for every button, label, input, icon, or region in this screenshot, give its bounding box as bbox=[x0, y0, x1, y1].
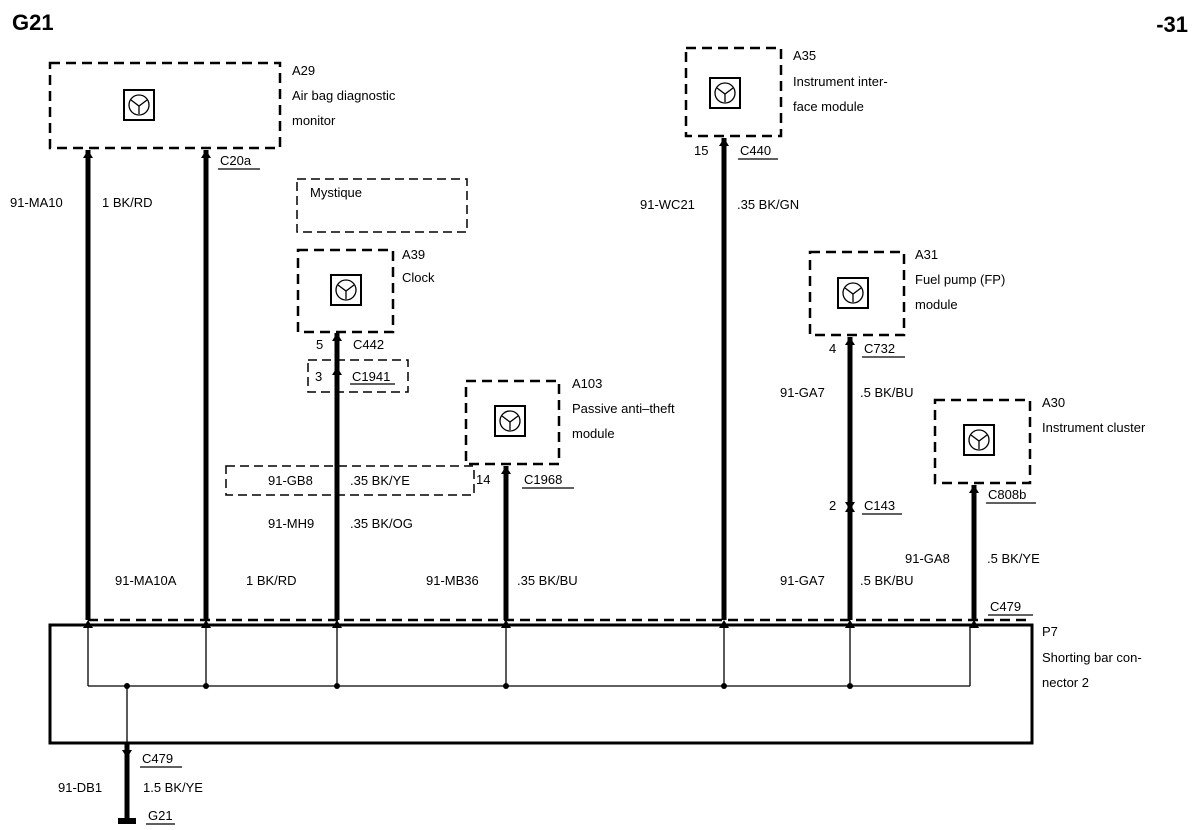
module-symbol-icon bbox=[494, 405, 526, 437]
variant-mystique-label: Mystique bbox=[310, 185, 362, 200]
wire-db1-circuit: 91-DB1 bbox=[58, 780, 102, 795]
module-a35-name-1: Instrument inter- bbox=[793, 74, 888, 89]
shorting-bar-name-2: nector 2 bbox=[1042, 675, 1089, 690]
wire-mh9-circuit: 91-MH9 bbox=[268, 516, 314, 531]
shorting-bar-name-1: Shorting bar con- bbox=[1042, 650, 1142, 665]
connector-c1968: C1968 bbox=[524, 472, 562, 487]
wire-mb36-spec: .35 BK/BU bbox=[517, 573, 578, 588]
wire-wc21-spec: .35 BK/GN bbox=[737, 197, 799, 212]
page-id: G21 bbox=[12, 10, 54, 35]
module-a29: A29 Air bag diagnostic monitor bbox=[48, 61, 396, 150]
module-symbol-icon bbox=[837, 277, 869, 309]
module-a31-name-2: module bbox=[915, 297, 958, 312]
wire-ga8-spec: .5 BK/YE bbox=[987, 551, 1040, 566]
module-a30: A30 Instrument cluster bbox=[933, 395, 1146, 485]
shorting-bar-id: P7 bbox=[1042, 624, 1058, 639]
variant-gb8: 91-GB8 .35 BK/YE bbox=[225, 465, 475, 496]
wire-ga7-top-spec: .5 BK/BU bbox=[860, 385, 913, 400]
module-a103: A103 Passive anti–theft module bbox=[464, 376, 675, 466]
module-a35-name-2: face module bbox=[793, 99, 864, 114]
connector-c479-top: C479 bbox=[990, 599, 1021, 614]
pin-a35: 15 bbox=[694, 143, 708, 158]
ground-id: G21 bbox=[148, 808, 173, 823]
page-suffix: -31 bbox=[1156, 12, 1188, 37]
wire-db1-spec: 1.5 BK/YE bbox=[143, 780, 203, 795]
module-a30-name: Instrument cluster bbox=[1042, 420, 1146, 435]
module-a39: A39 Clock bbox=[296, 247, 435, 334]
wire-ga8-circuit: 91-GA8 bbox=[905, 551, 950, 566]
connector-c20a: C20a bbox=[220, 153, 252, 168]
connector-c1941: C1941 bbox=[352, 369, 390, 384]
wire-wc21-circuit: 91-WC21 bbox=[640, 197, 695, 212]
wire-ma10-spec: 1 BK/RD bbox=[102, 195, 153, 210]
pin-c143: 2 bbox=[829, 498, 836, 513]
connector-c143: C143 bbox=[864, 498, 895, 513]
wire-gb8-circuit: 91-GB8 bbox=[268, 473, 313, 488]
variant-mystique: Mystique bbox=[296, 178, 468, 233]
wire-ga7-top-circuit: 91-GA7 bbox=[780, 385, 825, 400]
pin-a103: 14 bbox=[476, 472, 490, 487]
wire-mb36-circuit: 91-MB36 bbox=[426, 573, 479, 588]
module-a29-name-2: monitor bbox=[292, 113, 336, 128]
pin-a39: 5 bbox=[316, 337, 323, 352]
wire-ma10a-spec: 1 BK/RD bbox=[246, 573, 297, 588]
module-symbol-icon bbox=[709, 77, 741, 109]
wire-ma10a-circuit: 91-MA10A bbox=[115, 573, 177, 588]
connector-arrows bbox=[83, 138, 979, 758]
module-symbol-icon bbox=[330, 274, 362, 306]
module-symbol-icon bbox=[123, 89, 155, 121]
wire-ga7-bottom-spec: .5 BK/BU bbox=[860, 573, 913, 588]
module-a29-id: A29 bbox=[292, 63, 315, 78]
inline-connector-c1941: 3 C1941 bbox=[307, 359, 409, 393]
module-a30-id: A30 bbox=[1042, 395, 1065, 410]
module-a35: A35 Instrument inter- face module bbox=[684, 46, 888, 138]
wire-ma10-circuit: 91-MA10 bbox=[10, 195, 63, 210]
wire-mh9-spec: .35 BK/OG bbox=[350, 516, 413, 531]
connector-c442: C442 bbox=[353, 337, 384, 352]
wire-ga7-bottom-circuit: 91-GA7 bbox=[780, 573, 825, 588]
module-a103-name-2: module bbox=[572, 426, 615, 441]
module-a29-name-1: Air bag diagnostic bbox=[292, 88, 396, 103]
pin-c1941: 3 bbox=[315, 369, 322, 384]
module-a35-id: A35 bbox=[793, 48, 816, 63]
module-a39-name: Clock bbox=[402, 270, 435, 285]
module-a39-id: A39 bbox=[402, 247, 425, 262]
ground-icon bbox=[118, 818, 136, 824]
shorting-bar-p7 bbox=[48, 623, 1034, 745]
module-a103-name-1: Passive anti–theft bbox=[572, 401, 675, 416]
pin-a31: 4 bbox=[829, 341, 836, 356]
module-symbol-icon bbox=[963, 424, 995, 456]
connector-c440: C440 bbox=[740, 143, 771, 158]
connector-c479-bottom: C479 bbox=[142, 751, 173, 766]
module-a103-id: A103 bbox=[572, 376, 602, 391]
connector-c808b: C808b bbox=[988, 487, 1026, 502]
wire-gb8-spec: .35 BK/YE bbox=[350, 473, 410, 488]
module-a31-id: A31 bbox=[915, 247, 938, 262]
module-a31-name-1: Fuel pump (FP) bbox=[915, 272, 1005, 287]
module-a31: A31 Fuel pump (FP) module bbox=[808, 247, 1005, 337]
connector-c732: C732 bbox=[864, 341, 895, 356]
